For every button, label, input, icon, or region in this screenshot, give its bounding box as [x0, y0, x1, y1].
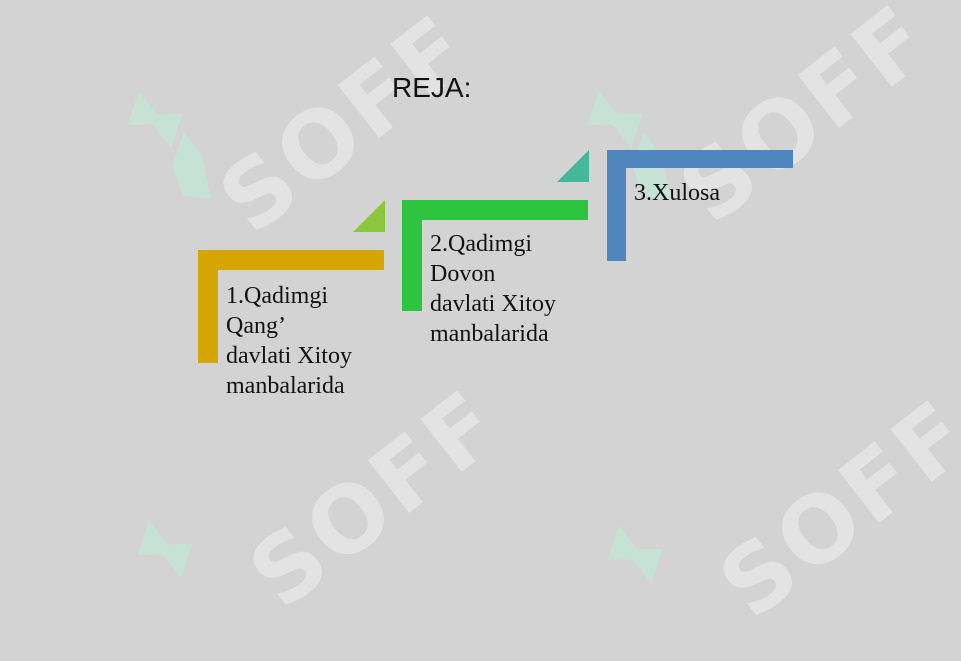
watermark-text: SOFF [230, 368, 522, 630]
step-1-bracket-side [198, 250, 218, 363]
step-2-label: 2.Qadimgi Dovon davlati Xitoy manbalarid… [430, 231, 556, 347]
step-1-label: 1.Qadimgi Qang’ davlati Xitoy manbalarid… [226, 283, 352, 399]
step-1-bracket-top [198, 250, 384, 270]
step-arrow-1-icon [353, 200, 385, 232]
step-2-bracket-side [402, 200, 422, 311]
slide: SOFF SOFF SOFF SOFF REJA: 1.Qadimgi Qang… [127, 0, 961, 639]
step-3-label: 3.Xulosa [634, 180, 720, 206]
step-3-bracket-side [607, 150, 626, 261]
watermark-text: SOFF [700, 378, 961, 640]
watermark-logo-icon [137, 520, 193, 579]
watermark-logo-icon [127, 90, 212, 200]
slide-title: REJA: [392, 72, 472, 103]
step-2-bracket-top [402, 200, 588, 220]
step-arrow-2-icon [557, 150, 589, 182]
step-3-bracket-top [607, 150, 793, 168]
watermark-logo-icon [607, 525, 663, 584]
